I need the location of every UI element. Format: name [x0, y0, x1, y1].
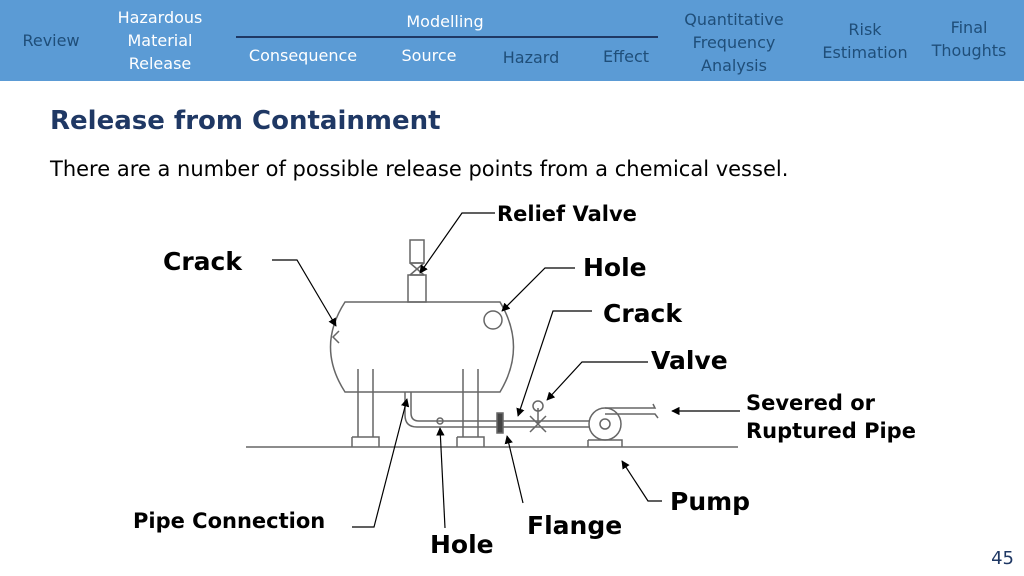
slide-subtitle: There are a number of possible release p…: [50, 157, 789, 181]
pump-casing: [588, 407, 622, 441]
callout-leaders: [272, 212, 740, 529]
label-hole-vessel: Hole: [583, 253, 647, 282]
valve-handwheel: [532, 400, 544, 412]
nav-hazard-label: Hazard: [502, 48, 560, 67]
vessel-leg-right: [456, 369, 485, 447]
nav-hazardous-line-1: Hazardous: [117, 8, 203, 27]
nav-qfa-line-1: Quantitative: [684, 10, 784, 29]
pump-impeller: [599, 418, 611, 430]
relief-valve-stack: [407, 274, 427, 303]
nav-qfa-line-2: Frequency: [692, 33, 776, 52]
label-severed-line-1: Severed or: [746, 391, 876, 415]
nav-consequence-label: Consequence: [248, 46, 358, 65]
vessel-leg-left: [351, 369, 380, 447]
leader-hole-pipe: [436, 427, 446, 529]
label-flange: Flange: [527, 511, 622, 540]
label-crack-pipe: Crack: [603, 299, 683, 328]
outlet-pipe: [404, 392, 497, 428]
process-equipment: [246, 239, 738, 448]
leader-valve: [546, 361, 648, 401]
nav-final-line-2: Thoughts: [931, 41, 1007, 60]
nav-risk-line-2: Estimation: [822, 43, 908, 62]
leader-crack-vessel: [272, 259, 337, 327]
nav-quantitative-frequency-analysis[interactable]: Quantitative Frequency Analysis: [672, 8, 796, 77]
page-number: 45: [991, 548, 1014, 569]
nav-source[interactable]: Source: [388, 44, 470, 67]
relief-valve-body: [409, 239, 425, 264]
label-severed-line-2: Ruptured Pipe: [746, 419, 916, 443]
leader-crack-pipe: [516, 310, 592, 417]
nav-consequence[interactable]: Consequence: [240, 44, 366, 67]
label-hole-pipe: Hole: [430, 530, 494, 559]
leader-pump: [621, 460, 662, 502]
vessel-opening: [483, 310, 503, 330]
pump-base: [587, 439, 623, 447]
vessel: [329, 301, 515, 393]
discharge-pipe: [605, 403, 659, 419]
label-pump: Pump: [670, 487, 750, 516]
suction-pipe: [503, 420, 590, 428]
modelling-divider: [236, 36, 658, 38]
label-crack-vessel: Crack: [163, 247, 243, 276]
nav-risk-estimation[interactable]: Risk Estimation: [812, 18, 918, 64]
nav-review[interactable]: Review: [12, 29, 90, 52]
leader-hole-vessel: [501, 267, 575, 312]
nav-review-label: Review: [22, 31, 80, 50]
nav-source-label: Source: [401, 46, 457, 65]
nav-modelling-label: Modelling: [406, 12, 484, 31]
label-relief-valve: Relief Valve: [497, 202, 637, 226]
leader-flange: [504, 435, 524, 504]
vessel-crack-mark: [331, 330, 340, 344]
nav-final-thoughts[interactable]: Final Thoughts: [922, 16, 1016, 62]
nav-modelling[interactable]: Modelling: [380, 10, 510, 33]
nav-hazardous-line-2: Material: [127, 31, 193, 50]
label-pipe-connection: Pipe Connection: [133, 509, 325, 533]
nav-qfa-line-3: Analysis: [701, 56, 767, 75]
nav-hazard[interactable]: Hazard: [492, 46, 570, 69]
leader-relief-valve: [419, 212, 495, 274]
nav-hazardous-material-release[interactable]: Hazardous Material Release: [104, 6, 216, 75]
relief-valve-seat: [409, 262, 425, 276]
label-valve: Valve: [651, 346, 728, 375]
nav-final-line-1: Final: [950, 18, 988, 37]
slide-title: Release from Containment: [50, 106, 441, 136]
nav-effect-label: Effect: [602, 47, 650, 66]
nav-effect[interactable]: Effect: [590, 45, 662, 68]
flange: [496, 412, 504, 434]
leader-pipe-connection: [352, 398, 410, 528]
nav-hazardous-line-3: Release: [128, 54, 192, 73]
nav-risk-line-1: Risk: [848, 20, 882, 39]
pipe-hole: [436, 417, 444, 425]
top-navigation-bar: Review Hazardous Material Release Modell…: [0, 0, 1024, 81]
